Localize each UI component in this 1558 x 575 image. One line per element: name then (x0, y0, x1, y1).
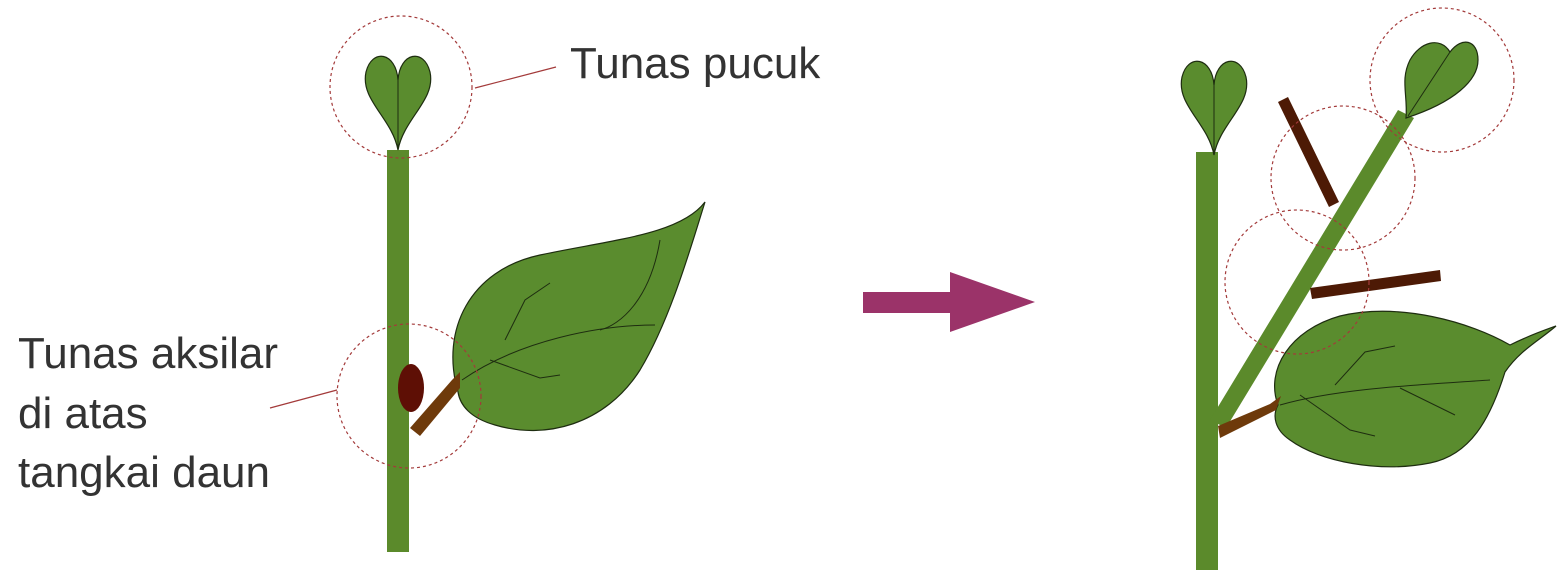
left-stem (387, 150, 409, 552)
right-prune-mark-lower (1310, 270, 1441, 299)
left-axillary-bud (398, 364, 424, 412)
right-prune-mark-upper (1278, 97, 1339, 207)
axillary-bud-label-line-2: di atas (18, 389, 148, 438)
right-main-stem (1196, 152, 1218, 570)
axillary-bud-label-line-1: Tunas aksilar (18, 329, 278, 378)
terminal-bud-leader-line (475, 67, 556, 88)
right-branch-terminal-bud (1405, 42, 1478, 118)
right-arrow-icon (863, 272, 1035, 332)
right-leaf (1275, 311, 1556, 466)
right-plant (1181, 8, 1556, 570)
axillary-bud-label-line-3: tangkai daun (18, 448, 270, 497)
axillary-bud-leader-line (270, 390, 337, 408)
left-plant: Tunas pucuk Tunas aksilar di atas tangka… (18, 16, 821, 552)
terminal-bud-label: Tunas pucuk (570, 39, 821, 88)
left-leaf (453, 202, 705, 430)
